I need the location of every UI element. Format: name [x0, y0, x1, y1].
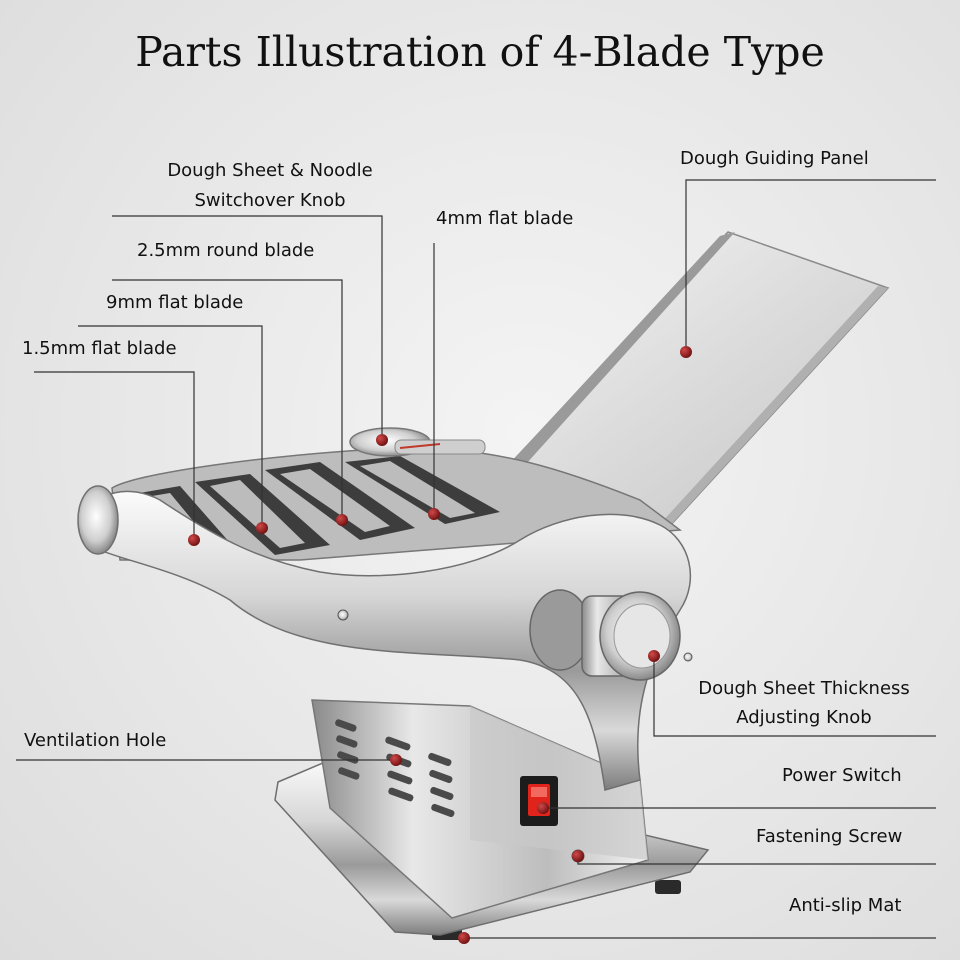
label-thickness-knob-line2: Adjusting Knob [736, 707, 872, 728]
label-power-switch: Power Switch [782, 765, 902, 786]
left-roller-end [77, 485, 119, 555]
label-flat-blade-9: 9mm flat blade [106, 292, 244, 313]
ventilation-slots [335, 719, 455, 818]
marker-dot-anti-slip-mat [458, 932, 470, 944]
marker-dot-flat-blade-4 [428, 508, 440, 520]
label-switchover-knob-line2: Switchover Knob [194, 190, 346, 211]
marker-dot-ventilation-hole [390, 754, 402, 766]
marker-dot-switchover-knob [376, 434, 388, 446]
diagram-title: Parts Illustration of 4-Blade Type [135, 28, 825, 76]
marker-dot-thickness-knob [648, 650, 660, 662]
marker-dot-fastening-screw [572, 850, 584, 862]
label-thickness-knob-line1: Dough Sheet Thickness [698, 678, 910, 699]
leader-flat-blade-9 [78, 325, 263, 528]
power-switch[interactable] [520, 776, 558, 826]
marker-dot-power-switch [537, 802, 549, 814]
label-flat-blade-15: 1.5mm flat blade [22, 338, 177, 359]
leader-round-blade-25 [112, 279, 343, 520]
label-fastening-screw: Fastening Screw [756, 826, 903, 847]
dough-guiding-panel [474, 231, 890, 529]
label-round-blade-25: 2.5mm round blade [137, 240, 315, 261]
leader-thickness-knob [653, 656, 936, 737]
label-ventilation-hole: Ventilation Hole [24, 730, 167, 751]
marker-dot-round-blade-25 [336, 514, 348, 526]
marker-dot-guiding-panel [680, 346, 692, 358]
label-guiding-panel: Dough Guiding Panel [680, 148, 869, 169]
leader-flat-blade-15 [34, 371, 195, 540]
marker-dot-flat-blade-15 [188, 534, 200, 546]
leader-switchover-knob [112, 215, 383, 440]
leader-guiding-panel [685, 179, 936, 352]
label-flat-blade-4: 4mm flat blade [436, 208, 574, 229]
roller-body [84, 490, 692, 791]
marker-dot-flat-blade-9 [256, 522, 268, 534]
thickness-adjusting-knob[interactable] [529, 589, 681, 681]
label-anti-slip-mat: Anti-slip Mat [789, 895, 902, 916]
switchover-knob[interactable] [349, 427, 486, 457]
label-switchover-knob-line1: Dough Sheet & Noodle [167, 160, 373, 181]
